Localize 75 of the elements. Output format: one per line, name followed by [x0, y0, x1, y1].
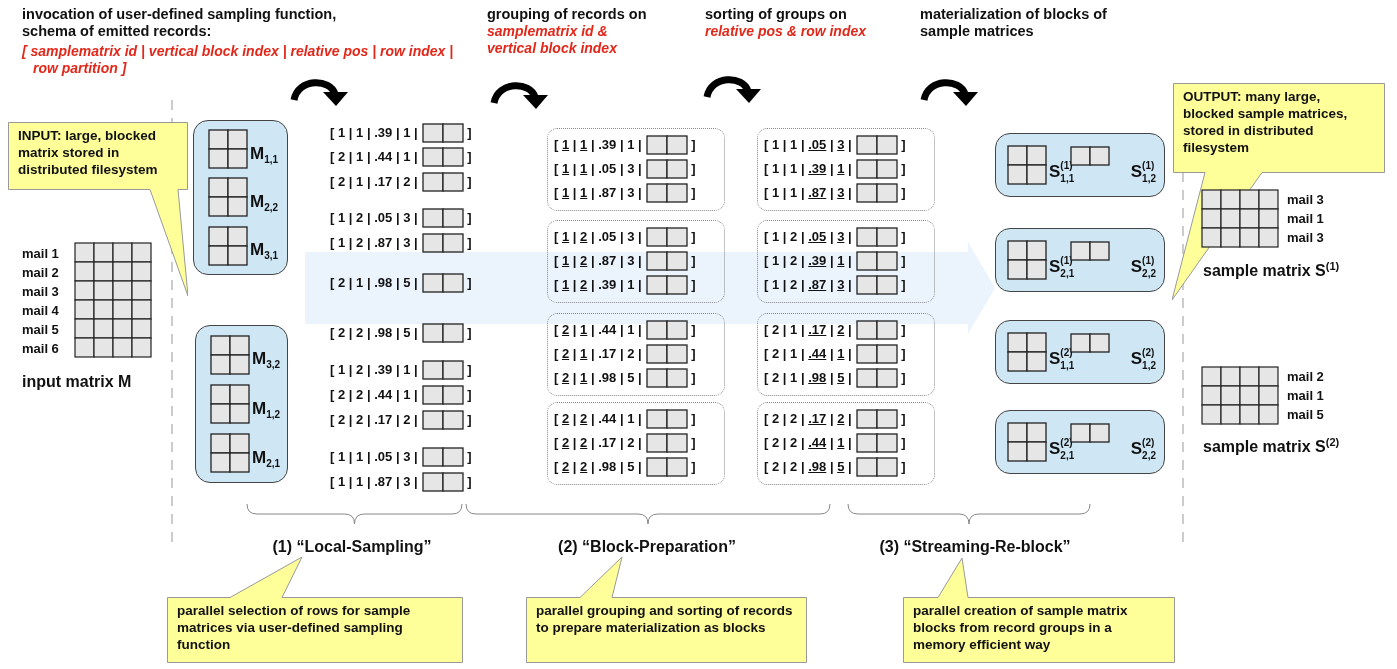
sample-block-group	[995, 228, 1165, 292]
row-label: mail 3	[22, 283, 59, 301]
heading-text: sorting of groups on	[705, 6, 848, 23]
record-text: [ 2 | 2 | .44 | 1 | ]	[554, 408, 724, 430]
row-label: mail 1	[22, 245, 59, 263]
sample-block-group	[995, 320, 1165, 384]
record-text: [ 2 | 2 | .98 | 5 | ]	[764, 456, 934, 478]
record-text: [ 1 | 1 | .05 | 3 | ]	[554, 158, 724, 180]
row-label: mail 3	[1287, 191, 1324, 209]
matrix-label: M$_{1,1}$	[250, 143, 279, 166]
row-label: mail 5	[1287, 406, 1324, 424]
callout-text: OUTPUT: many large, blocked sample matrices, stored in distributed filesystem	[1183, 88, 1349, 156]
record-text: [ 1 | 1 | .87 | 3 | ]	[554, 182, 724, 204]
row-label: mail 1	[1287, 210, 1324, 228]
matrix-label: M$_{1,2}$	[252, 398, 281, 420]
heading-text: grouping of records on	[487, 6, 648, 23]
callout-text: parallel selection of rows for sample matrices via user-defined sampling function	[177, 602, 412, 653]
record-text: [ 2 | 1 | .44 | 1 | ]	[330, 146, 472, 168]
row-label: mail 3	[1287, 229, 1324, 247]
record-text: [ 1 | 2 | .87 | 3 | ]	[330, 232, 472, 254]
record-text: [ 1 | 1 | .39 | 1 | ]	[764, 158, 934, 180]
matrix-caption: sample matrix S$^{(2)}$	[1203, 436, 1340, 457]
record-text: [ 2 | 2 | .44 | 1 | ]	[764, 432, 934, 454]
record-text: [ 1 | 2 | .39 | 1 | ]	[764, 250, 934, 272]
record-text: [ 2 | 1 | .17 | 2 | ]	[764, 319, 934, 341]
record-text: [ 2 | 1 | .17 | 2 | ]	[554, 343, 724, 365]
record-text: [ 2 | 2 | .44 | 1 | ]	[330, 384, 472, 406]
record-text: [ 1 | 1 | .39 | 1 | ]	[554, 134, 724, 156]
sample-block-group	[995, 410, 1165, 474]
record-text: [ 2 | 1 | .98 | 5 | ]	[330, 272, 472, 294]
record-text: [ 2 | 1 | .98 | 5 | ]	[554, 367, 724, 389]
schema-text: [ samplematrix id | vertical block index | relative pos | row index | row partition ]	[22, 43, 455, 77]
record-text: [ 2 | 1 | .44 | 1 | ]	[554, 319, 724, 341]
matrix-label: M$_{3,2}$	[252, 349, 281, 371]
caption-text: input matrix M	[22, 373, 132, 391]
record-text: [ 2 | 1 | .98 | 5 | ]	[764, 367, 934, 389]
record-text: [ 1 | 2 | .05 | 3 | ]	[554, 226, 724, 248]
row-label: mail 4	[22, 302, 59, 320]
record-text: [ 2 | 2 | .17 | 2 | ]	[764, 408, 934, 430]
row-label: mail 1	[1287, 387, 1324, 405]
row-label: mail 2	[22, 264, 59, 282]
record-text: [ 1 | 1 | .87 | 3 | ]	[764, 182, 934, 204]
record-text: [ 1 | 2 | .87 | 3 | ]	[554, 250, 724, 272]
record-text: [ 2 | 2 | .98 | 5 | ]	[330, 322, 472, 344]
matrix-group-box	[193, 120, 288, 275]
matrix-label: M$_{3,1}$	[250, 240, 279, 262]
callout-text: parallel grouping and sorting of records to prepare materialization as blocks	[536, 602, 794, 636]
record-text: [ 2 | 2 | .98 | 5 | ]	[554, 456, 724, 478]
record-text: [ 2 | 2 | .17 | 2 | ]	[330, 409, 472, 431]
callout-text: parallel creation of sample matrix blocks from record groups in a memory efficient way	[913, 602, 1129, 653]
matrix-label: M$_{2,1}$	[252, 447, 281, 470]
row-label: mail 5	[22, 321, 59, 339]
schema-text: relative pos & row index	[705, 23, 868, 40]
record-text: [ 1 | 1 | .39 | 1 | ]	[330, 122, 472, 144]
record-text: [ 1 | 2 | .87 | 3 | ]	[764, 274, 934, 296]
record-text: [ 1 | 1 | .87 | 3 | ]	[330, 471, 472, 493]
record-text: [ 1 | 2 | .05 | 3 | ]	[330, 207, 472, 229]
heading-text: invocation of user-defined sampling function, schema of emitted records:	[22, 6, 338, 40]
record-text: [ 1 | 2 | .05 | 3 | ]	[764, 226, 934, 248]
row-label: mail 6	[22, 340, 59, 358]
heading-text: materialization of blocks of sample matrices	[920, 6, 1108, 40]
record-text: [ 1 | 2 | .39 | 1 | ]	[554, 274, 724, 296]
record-text: [ 2 | 2 | .17 | 2 | ]	[554, 432, 724, 454]
matrix-caption: sample matrix S$^{(1)}$	[1203, 260, 1340, 281]
sample-block-group	[995, 133, 1165, 197]
record-text: [ 2 | 1 | .44 | 1 | ]	[764, 343, 934, 365]
row-label: mail 2	[1287, 368, 1324, 386]
record-text: [ 1 | 2 | .39 | 1 | ]	[330, 359, 472, 381]
schema-text: samplematrix id & vertical block index	[487, 23, 618, 57]
record-text: [ 2 | 1 | .17 | 2 | ]	[330, 171, 472, 193]
matrix-group-box	[195, 325, 288, 483]
record-text: [ 1 | 1 | .05 | 3 | ]	[330, 446, 472, 468]
record-text: [ 1 | 1 | .05 | 3 | ]	[764, 134, 934, 156]
callout-text: INPUT: large, blocked matrix stored in distributed filesystem	[18, 127, 159, 178]
matrix-label: M$_{2,2}$	[250, 192, 279, 214]
